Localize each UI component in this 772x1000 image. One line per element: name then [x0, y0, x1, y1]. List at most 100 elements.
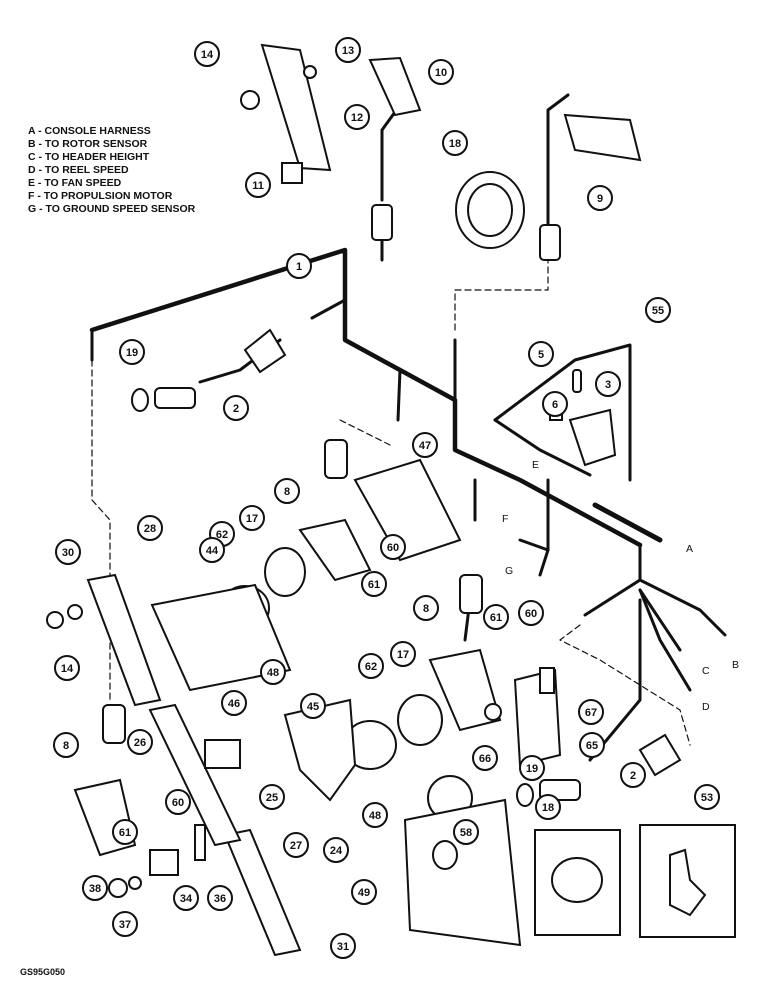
- washer-37: [128, 876, 142, 890]
- callout-label: 18: [449, 138, 461, 150]
- callout-label: 62: [365, 661, 377, 673]
- callout-bubble: 36: [207, 885, 233, 911]
- callout-label: 37: [119, 919, 131, 931]
- callout-label: 38: [89, 883, 101, 895]
- connector-8-left: [102, 704, 126, 744]
- rail-27: [223, 828, 302, 957]
- callout-label: 48: [369, 810, 381, 822]
- callout-bubble: 47: [412, 432, 438, 458]
- grommet-18-detail: [551, 857, 603, 903]
- bracket-12: [260, 43, 332, 172]
- callout-bubble: 46: [221, 690, 247, 716]
- callout-bubble: 37: [112, 911, 138, 937]
- rail-28: [86, 573, 162, 707]
- washer-30: [67, 604, 83, 620]
- plate-49: [403, 798, 522, 947]
- callout-bubble: 48: [362, 802, 388, 828]
- legend-line-c: C - TO HEADER HEIGHT: [28, 151, 150, 163]
- callout-bubble: 60: [518, 600, 544, 626]
- block-34: [149, 849, 179, 876]
- harness-letter-e: E: [532, 459, 539, 471]
- callout-bubble: 9: [587, 185, 613, 211]
- callout-bubble: 2: [620, 762, 646, 788]
- callout-bubble: 38: [82, 875, 108, 901]
- callout-label: 45: [307, 701, 319, 713]
- bracket-47: [353, 458, 462, 562]
- bolt-66: [484, 703, 502, 721]
- callout-label: 5: [538, 349, 544, 361]
- detail-box-53: [639, 824, 736, 938]
- callout-bubble: 65: [579, 732, 605, 758]
- callout-bubble: 44: [199, 537, 225, 563]
- callout-bubble: 5: [528, 341, 554, 367]
- callout-label: 25: [266, 792, 278, 804]
- callout-bubble: 17: [390, 641, 416, 667]
- legend-line-b: B - TO ROTOR SENSOR: [28, 138, 148, 150]
- legend-line-f: F - TO PROPULSION MOTOR: [28, 190, 173, 202]
- sensor-bracket-center: [298, 518, 372, 582]
- callout-bubble: 18: [535, 794, 561, 820]
- harness-letter-b: B: [732, 659, 739, 671]
- plate-11: [281, 162, 303, 184]
- callout-label: 6: [552, 399, 558, 411]
- callout-bubble: 27: [283, 832, 309, 858]
- callout-label: 19: [526, 763, 538, 775]
- callout-bubble: 19: [119, 339, 145, 365]
- nut-19-lower: [516, 783, 534, 807]
- callout-bubble: 45: [300, 693, 326, 719]
- callout-bubble: 12: [344, 104, 370, 130]
- callout-bubble: 26: [127, 729, 153, 755]
- callout-label: 8: [423, 603, 429, 615]
- callout-bubble: 31: [330, 933, 356, 959]
- callout-bubble: 8: [274, 478, 300, 504]
- callouts: 14 13 10 12 11 18 9 1 19 2 55 5 3 6 47 8…: [53, 37, 720, 959]
- callout-label: 2: [630, 770, 636, 782]
- sensor-connector-upper: [243, 328, 287, 374]
- callout-label: 12: [351, 112, 363, 124]
- callout-label: 10: [435, 67, 447, 79]
- bolt-36: [194, 824, 206, 861]
- nut-14-lower: [46, 611, 64, 629]
- callout-label: 60: [387, 542, 399, 554]
- callout-label: 17: [246, 513, 258, 525]
- nut-14: [240, 90, 260, 110]
- connector-3: [568, 408, 617, 467]
- callout-label: 34: [180, 893, 193, 905]
- clamp-18-inner: [467, 183, 513, 237]
- callout-label: 66: [479, 753, 491, 765]
- callout-bubble: 55: [645, 297, 671, 323]
- callout-bubble: 30: [55, 539, 81, 565]
- detail-box-18: [534, 829, 621, 936]
- callout-label: 49: [358, 887, 370, 899]
- callout-label: 61: [368, 579, 380, 591]
- bracket-25: [204, 739, 241, 769]
- callout-label: 28: [144, 523, 156, 535]
- callout-bubble: 62: [358, 653, 384, 679]
- bracket-24: [283, 698, 357, 802]
- callout-bubble: 61: [112, 819, 138, 845]
- callout-bubble: 10: [428, 59, 454, 85]
- callout-label: 27: [290, 840, 302, 852]
- callout-label: 36: [214, 893, 226, 905]
- connector-8-right: [459, 574, 483, 614]
- callout-label: 17: [397, 649, 409, 661]
- sensor-connector-lower: [638, 733, 682, 777]
- harness-letter-f: F: [502, 513, 508, 525]
- legend-line-g: G - TO GROUND SPEED SENSOR: [28, 203, 196, 215]
- callout-label: 62: [216, 529, 228, 541]
- harness-letter-a: A: [686, 543, 693, 555]
- plate-49-hole: [432, 840, 458, 870]
- harness-letters: A B C D E F G: [502, 459, 739, 713]
- callout-label: 8: [284, 486, 290, 498]
- callout-bubble: 61: [361, 571, 387, 597]
- callout-label: 9: [597, 193, 603, 205]
- callout-bubble: 24: [323, 837, 349, 863]
- callout-bubble: 60: [380, 534, 406, 560]
- nut-19-upper: [131, 388, 149, 412]
- tie-5: [572, 369, 582, 393]
- legend-line-a: A - CONSOLE HARNESS: [28, 125, 151, 137]
- callout-bubble: 13: [335, 37, 361, 63]
- callout-bubble: 60: [165, 789, 191, 815]
- callout-label: 18: [542, 802, 554, 814]
- callout-bubble: 14: [54, 655, 80, 681]
